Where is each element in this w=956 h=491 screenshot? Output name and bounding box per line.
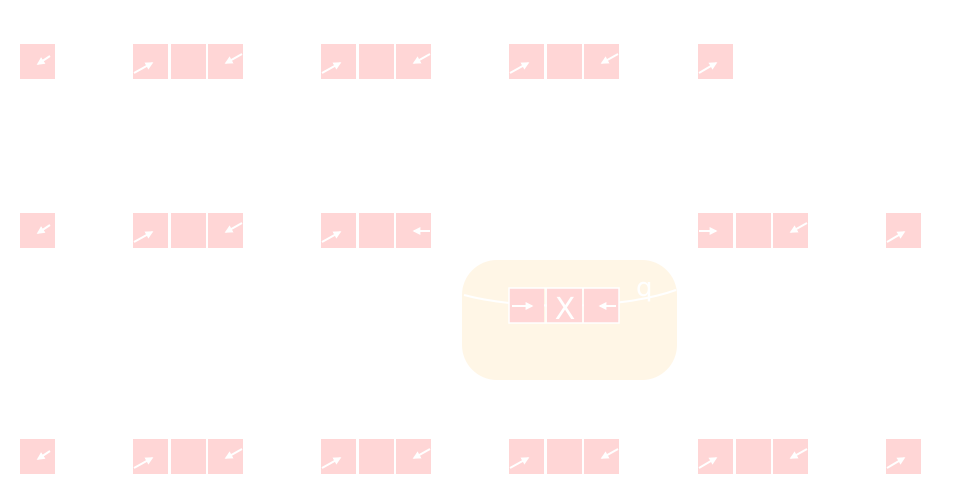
next-pointer-arrow: [133, 62, 154, 74]
prev-pointer-arrow: [36, 224, 51, 234]
row-2: [20, 213, 921, 248]
node-outline: [508, 287, 620, 324]
head-node: [20, 439, 55, 474]
prev-pointer-arrow: [789, 222, 808, 233]
next-pointer-arrow: [509, 62, 530, 74]
value-cell: [171, 439, 206, 474]
next-pointer-arrow: [698, 457, 718, 469]
next-cell: [133, 439, 168, 474]
next-pointer-arrow: [509, 457, 530, 469]
prev-pointer-arrow: [600, 448, 619, 459]
prev-pointer-arrow: [600, 53, 619, 64]
prev-pointer-arrow: [789, 448, 808, 459]
value-cell: [736, 439, 771, 474]
next-cell: [321, 44, 356, 79]
list-node: [133, 213, 243, 248]
tail-node: [886, 439, 921, 474]
next-cell: [698, 439, 733, 474]
next-pointer-arrow: [321, 231, 342, 243]
prev-pointer-arrow: [36, 55, 51, 65]
next-pointer-arrow: [133, 231, 154, 243]
next-cell: [321, 213, 356, 248]
head-node: [20, 44, 55, 79]
next-pointer-arrow: [133, 457, 154, 469]
list-node: [698, 213, 808, 248]
head-node: [20, 213, 55, 248]
prev-cell: [773, 439, 808, 474]
value-cell: [547, 288, 582, 323]
pointer-label-q: q: [636, 273, 653, 303]
prev-pointer-arrow: [412, 53, 431, 64]
prev-cell: [208, 213, 243, 248]
prev-cell: [773, 213, 808, 248]
tail-node: [698, 44, 733, 79]
prev-pointer-arrow: [224, 222, 243, 233]
prev-cell: [396, 44, 431, 79]
prev-pointer-arrow: [224, 53, 243, 64]
next-pointer-arrow: [321, 457, 342, 469]
value-cell: [547, 44, 582, 79]
next-pointer-arrow: [698, 62, 718, 74]
prev-pointer-arrow: [36, 450, 51, 460]
prev-pointer-arrow: [412, 448, 431, 459]
value-cell: [359, 44, 394, 79]
list-node: [509, 439, 619, 474]
prev-cell: [208, 44, 243, 79]
list-node: [321, 439, 431, 474]
list-node: [133, 439, 243, 474]
row-3: [20, 439, 921, 474]
prev-pointer-arrow: [224, 448, 243, 459]
prev-cell: [208, 439, 243, 474]
value-cell: [547, 439, 582, 474]
value-cell: [359, 213, 394, 248]
list-node: [133, 44, 243, 79]
prev-cell: [584, 439, 619, 474]
next-cell: [133, 44, 168, 79]
next-cell: [509, 44, 544, 79]
list-node: [698, 439, 808, 474]
next-cell: [321, 439, 356, 474]
list-node: [321, 44, 431, 79]
prev-cell: [396, 439, 431, 474]
next-cell: [509, 439, 544, 474]
next-cell: [133, 213, 168, 248]
list-node: [509, 44, 619, 79]
removed-node: X: [508, 287, 620, 327]
row-1: [20, 44, 733, 79]
next-pointer-arrow: [886, 457, 906, 469]
list-node: [321, 213, 431, 248]
value-cell: [171, 44, 206, 79]
value-cell: [736, 213, 771, 248]
node-value-label: X: [555, 292, 576, 327]
prev-cell: [584, 44, 619, 79]
value-cell: [359, 439, 394, 474]
tail-node: [886, 213, 921, 248]
value-cell: [171, 213, 206, 248]
next-pointer-arrow: [321, 62, 342, 74]
next-pointer-arrow: [886, 231, 906, 243]
